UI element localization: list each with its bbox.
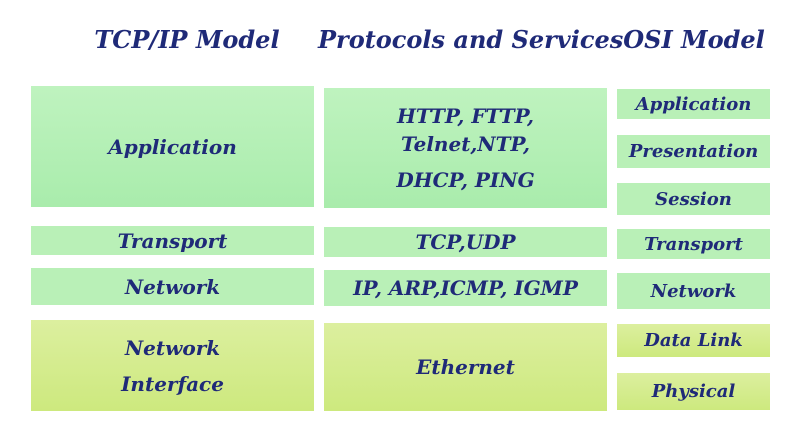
tcpip-network-interface-layer: Network Interface — [31, 320, 314, 411]
tcpip-application-label: Application — [108, 134, 237, 159]
osi-physical-layer: Physical — [617, 373, 770, 410]
tcpip-network-layer: Network — [31, 268, 314, 305]
osi-data-link-label: Data Link — [644, 330, 743, 351]
protocols-and-services-heading: Protocols and Services — [318, 25, 624, 54]
protocols-application-box: HTTP, FTTP, Telnet,NTP, DHCP, PING — [324, 88, 607, 208]
tcpip-network-interface-label-line2: Interface — [121, 371, 224, 396]
osi-transport-label: Transport — [644, 233, 743, 255]
osi-data-link-layer: Data Link — [617, 324, 770, 357]
osi-session-label: Session — [655, 188, 732, 210]
protocols-transport-box: TCP,UDP — [324, 227, 607, 257]
osi-physical-label: Physical — [651, 381, 736, 402]
osi-transport-layer: Transport — [617, 229, 770, 259]
osi-network-label: Network — [650, 280, 737, 302]
osi-network-layer: Network — [617, 273, 770, 309]
protocols-application-line2: Telnet,NTP, — [401, 132, 530, 156]
protocols-network-label: IP, ARP,ICMP, IGMP — [353, 276, 578, 300]
osi-session-layer: Session — [617, 183, 770, 215]
tcpip-network-label: Network — [124, 274, 221, 299]
osi-presentation-layer: Presentation — [617, 135, 770, 168]
osi-presentation-label: Presentation — [628, 141, 759, 162]
protocols-network-interface-label: Ethernet — [416, 355, 515, 379]
osi-application-layer: Application — [617, 89, 770, 119]
protocols-application-line1: HTTP, FTTP, — [396, 104, 534, 128]
tcpip-application-layer: Application — [31, 86, 314, 207]
osi-application-label: Application — [635, 93, 752, 115]
protocols-application-line3: DHCP, PING — [396, 168, 535, 192]
protocols-network-box: IP, ARP,ICMP, IGMP — [324, 270, 607, 306]
protocols-network-interface-box: Ethernet — [324, 323, 607, 411]
osi-model-heading: OSI Model — [623, 25, 765, 54]
tcpip-model-heading: TCP/IP Model — [94, 25, 280, 54]
protocols-transport-label: TCP,UDP — [415, 230, 516, 254]
tcpip-network-interface-label-line1: Network — [124, 335, 221, 360]
tcpip-transport-layer: Transport — [31, 226, 314, 255]
tcpip-transport-label: Transport — [117, 228, 228, 253]
